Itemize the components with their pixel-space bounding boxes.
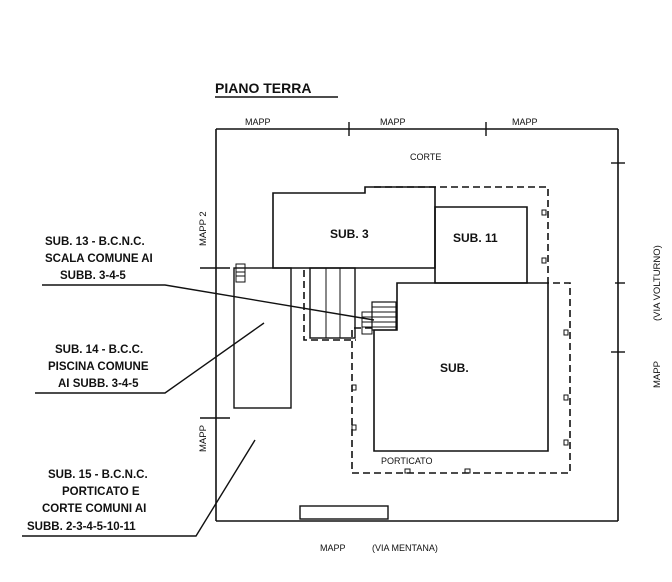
svg-text:SUBB. 3-4-5: SUBB. 3-4-5: [60, 270, 126, 282]
lot-boundary: [200, 122, 625, 522]
svg-text:SUBB. 2-3-4-5-10-11: SUBB. 2-3-4-5-10-11: [27, 521, 136, 533]
svg-text:PORTICATO E: PORTICATO E: [62, 486, 140, 498]
unit-sub-3: SUB. 3: [272, 186, 436, 269]
bottom-label-1: MAPP: [320, 543, 346, 553]
top-label-2: MAPP: [380, 117, 406, 127]
sub-main-label: SUB.: [440, 361, 469, 375]
porticato-label: PORTICATO: [381, 456, 433, 466]
bottom-label-2: (VIA MENTANA): [372, 543, 438, 553]
porticato-outline: [303, 186, 571, 474]
svg-text:SUB. 14 - B.C.C.: SUB. 14 - B.C.C.: [55, 344, 143, 356]
right-label-2: MAPP: [652, 361, 663, 388]
svg-text:PISCINA COMUNE: PISCINA COMUNE: [48, 361, 149, 373]
sub-11-label: SUB. 11: [453, 231, 498, 245]
note-sub-14: SUB. 14 - B.C.C. PISCINA COMUNE AI SUBB.…: [48, 344, 149, 390]
plan-title: PIANO TERRA: [215, 80, 311, 96]
svg-text:SUB. 15 - B.C.N.C.: SUB. 15 - B.C.N.C.: [48, 469, 148, 481]
note-sub-13: SUB. 13 - B.C.N.C. SCALA COMUNE AI SUBB.…: [45, 236, 153, 282]
bottom-structure: [299, 505, 389, 520]
left-label-1: MAPP 2: [198, 211, 209, 246]
courtyard-label: CORTE: [410, 152, 441, 162]
left-label-2: MAPP: [198, 425, 209, 452]
svg-text:AI SUBB. 3-4-5: AI SUBB. 3-4-5: [58, 378, 139, 390]
sub-3-label: SUB. 3: [330, 227, 369, 241]
leader-lines: [22, 284, 375, 537]
svg-text:CORTE COMUNI AI: CORTE COMUNI AI: [42, 503, 146, 515]
right-label-1: (VIA VOLTURNO): [652, 245, 663, 321]
unit-sub-11: SUB. 11: [434, 206, 528, 284]
svg-text:SUB. 13 - B.C.N.C.: SUB. 13 - B.C.N.C.: [45, 236, 145, 248]
top-label-3: MAPP: [512, 117, 538, 127]
pool: [233, 263, 292, 409]
stair-core: [309, 267, 397, 339]
unit-sub-main: SUB.: [373, 282, 549, 452]
note-sub-15: SUB. 15 - B.C.N.C. PORTICATO E CORTE COM…: [27, 469, 148, 533]
top-label-1: MAPP: [245, 117, 271, 127]
svg-text:SCALA COMUNE AI: SCALA COMUNE AI: [45, 253, 153, 265]
